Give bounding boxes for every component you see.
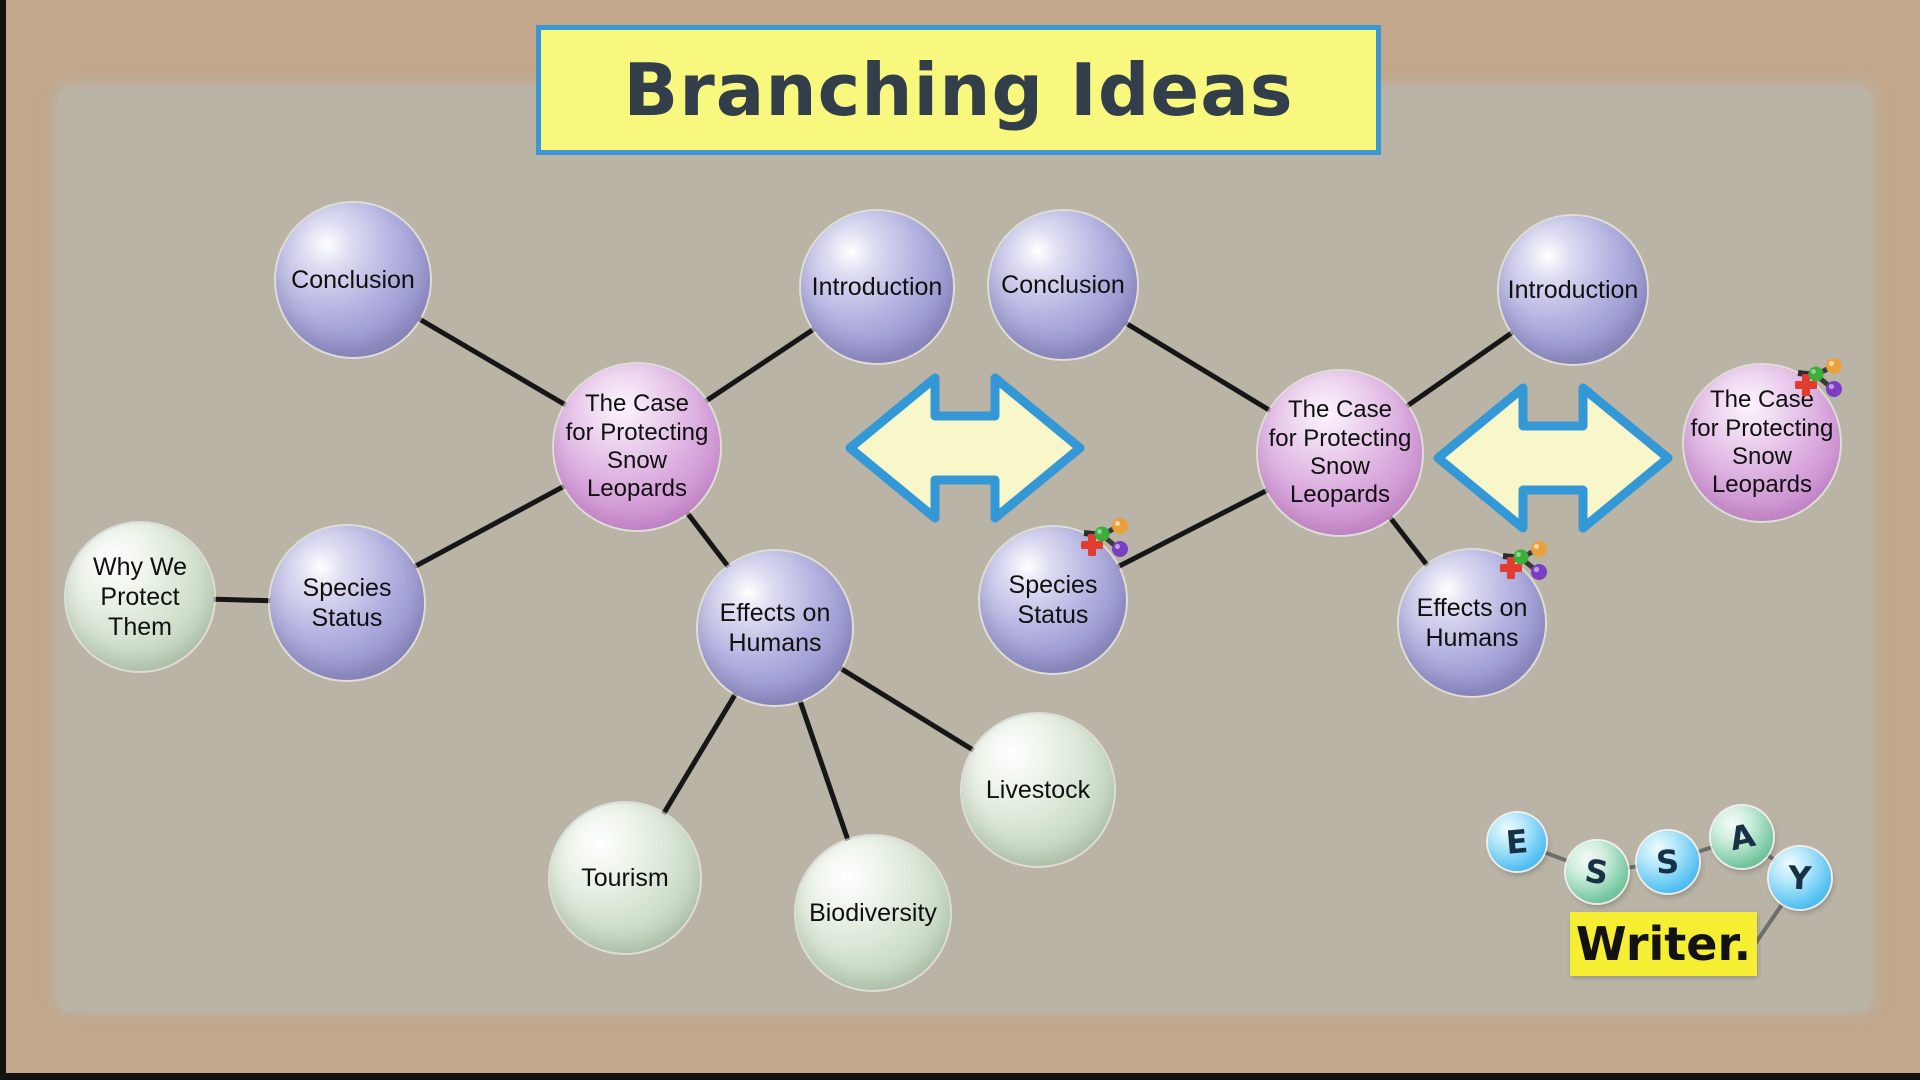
molecule-add-icon[interactable] [1078, 518, 1130, 568]
brand-ball-s2: S [1637, 831, 1699, 893]
molecule-add-icon[interactable] [1792, 358, 1844, 408]
node-tourism[interactable]: Tourism [550, 803, 700, 953]
node-case-left[interactable]: The Case for Protecting Snow Leopards [554, 364, 720, 530]
page-title: Branching Ideas [623, 48, 1294, 132]
brand-letter: Y [1787, 858, 1813, 898]
node-label: Effects on Humans [1416, 594, 1528, 652]
brand-ball-a: A [1711, 806, 1773, 868]
node-label: The Case for Protecting Snow Leopards [1268, 396, 1412, 509]
node-label: The Case for Protecting Snow Leopards [565, 390, 709, 503]
node-why-we-protect-them[interactable]: Why We Protect Them [66, 523, 214, 671]
node-label: Why We Protect Them [93, 553, 187, 641]
molecule-add-icon[interactable] [1497, 541, 1549, 591]
brand-ball-e: E [1488, 813, 1546, 871]
node-label: Biodiversity [809, 899, 937, 927]
left-edge-bar [0, 0, 6, 1080]
node-effects-on-humans-left[interactable]: Effects on Humans [698, 551, 852, 705]
left-right-arrow-icon [845, 372, 1085, 529]
node-label: Livestock [985, 776, 1091, 804]
brand-word: Writer. [1575, 917, 1752, 971]
brand-letter: S [1655, 842, 1681, 882]
brand-ball-s1: S [1566, 841, 1628, 903]
node-case-far-right[interactable]: The Case for Protecting Snow Leopards [1684, 365, 1840, 521]
node-introduction-right[interactable]: Introduction [1499, 216, 1647, 364]
node-conclusion-left[interactable]: Conclusion [276, 203, 430, 357]
node-label: Conclusion [291, 266, 415, 294]
node-case-right[interactable]: The Case for Protecting Snow Leopards [1258, 371, 1422, 535]
node-label: Tourism [581, 864, 669, 892]
node-biodiversity[interactable]: Biodiversity [796, 836, 950, 990]
node-introduction-left[interactable]: Introduction [801, 211, 953, 363]
brand-letter: S [1582, 851, 1612, 893]
node-species-status-right[interactable]: Species Status [980, 527, 1126, 673]
node-label: The Case for Protecting Snow Leopards [1690, 386, 1834, 499]
node-conclusion-right[interactable]: Conclusion [989, 211, 1137, 359]
bottom-edge-bar [0, 1073, 1920, 1080]
left-right-arrow-icon [1433, 382, 1673, 539]
node-label: Species Status [302, 574, 392, 632]
node-label: Conclusion [1001, 271, 1125, 299]
node-label: Effects on Humans [719, 599, 831, 657]
node-species-status-left[interactable]: Species Status [270, 526, 424, 680]
node-effects-on-humans-right[interactable]: Effects on Humans [1399, 550, 1545, 696]
brand-letter: A [1725, 815, 1759, 859]
title-banner: Branching Ideas [536, 25, 1381, 155]
node-label: Introduction [811, 273, 943, 301]
node-label: Species Status [1008, 571, 1098, 629]
brand-wordmark: Writer. [1570, 912, 1757, 976]
node-label: Introduction [1507, 276, 1639, 304]
node-livestock[interactable]: Livestock [962, 714, 1114, 866]
brand-letter: E [1504, 822, 1530, 862]
brand-ball-y: Y [1769, 847, 1831, 909]
